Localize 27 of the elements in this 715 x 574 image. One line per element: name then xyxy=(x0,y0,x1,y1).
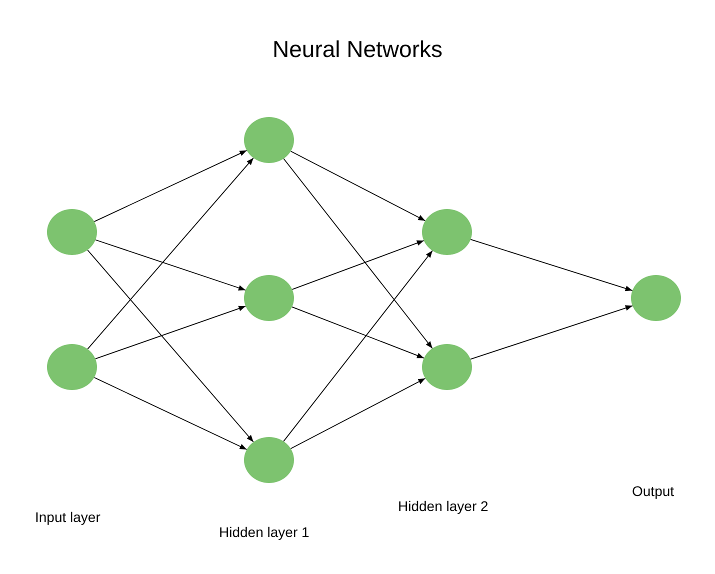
layer-label: Hidden layer 1 xyxy=(219,524,310,540)
arrow xyxy=(95,239,246,291)
arrow xyxy=(94,377,248,450)
layer-label: Hidden layer 2 xyxy=(398,498,488,514)
neuron-circle xyxy=(631,275,681,321)
arrow xyxy=(290,378,426,450)
neuron-circle xyxy=(422,209,472,255)
diagram-title: Neural Networks xyxy=(272,36,444,63)
arrow xyxy=(283,250,433,442)
arrow xyxy=(290,150,426,222)
layer-label: Output xyxy=(632,483,674,499)
arrow xyxy=(87,250,254,442)
neuron-circle xyxy=(422,344,472,390)
neuron-circle xyxy=(244,437,294,483)
neuron-circle xyxy=(244,117,294,163)
arrow xyxy=(292,240,424,290)
arrow xyxy=(283,158,433,349)
arrow xyxy=(94,150,248,222)
arrow xyxy=(87,158,254,350)
arrow xyxy=(292,306,424,359)
neuron-circle xyxy=(47,209,97,255)
arrow xyxy=(94,306,246,360)
layer-label: Input layer xyxy=(35,509,100,525)
arrow xyxy=(470,239,633,292)
neuron-circle xyxy=(47,344,97,390)
arrow xyxy=(470,305,633,360)
neuron-circle xyxy=(244,275,294,321)
